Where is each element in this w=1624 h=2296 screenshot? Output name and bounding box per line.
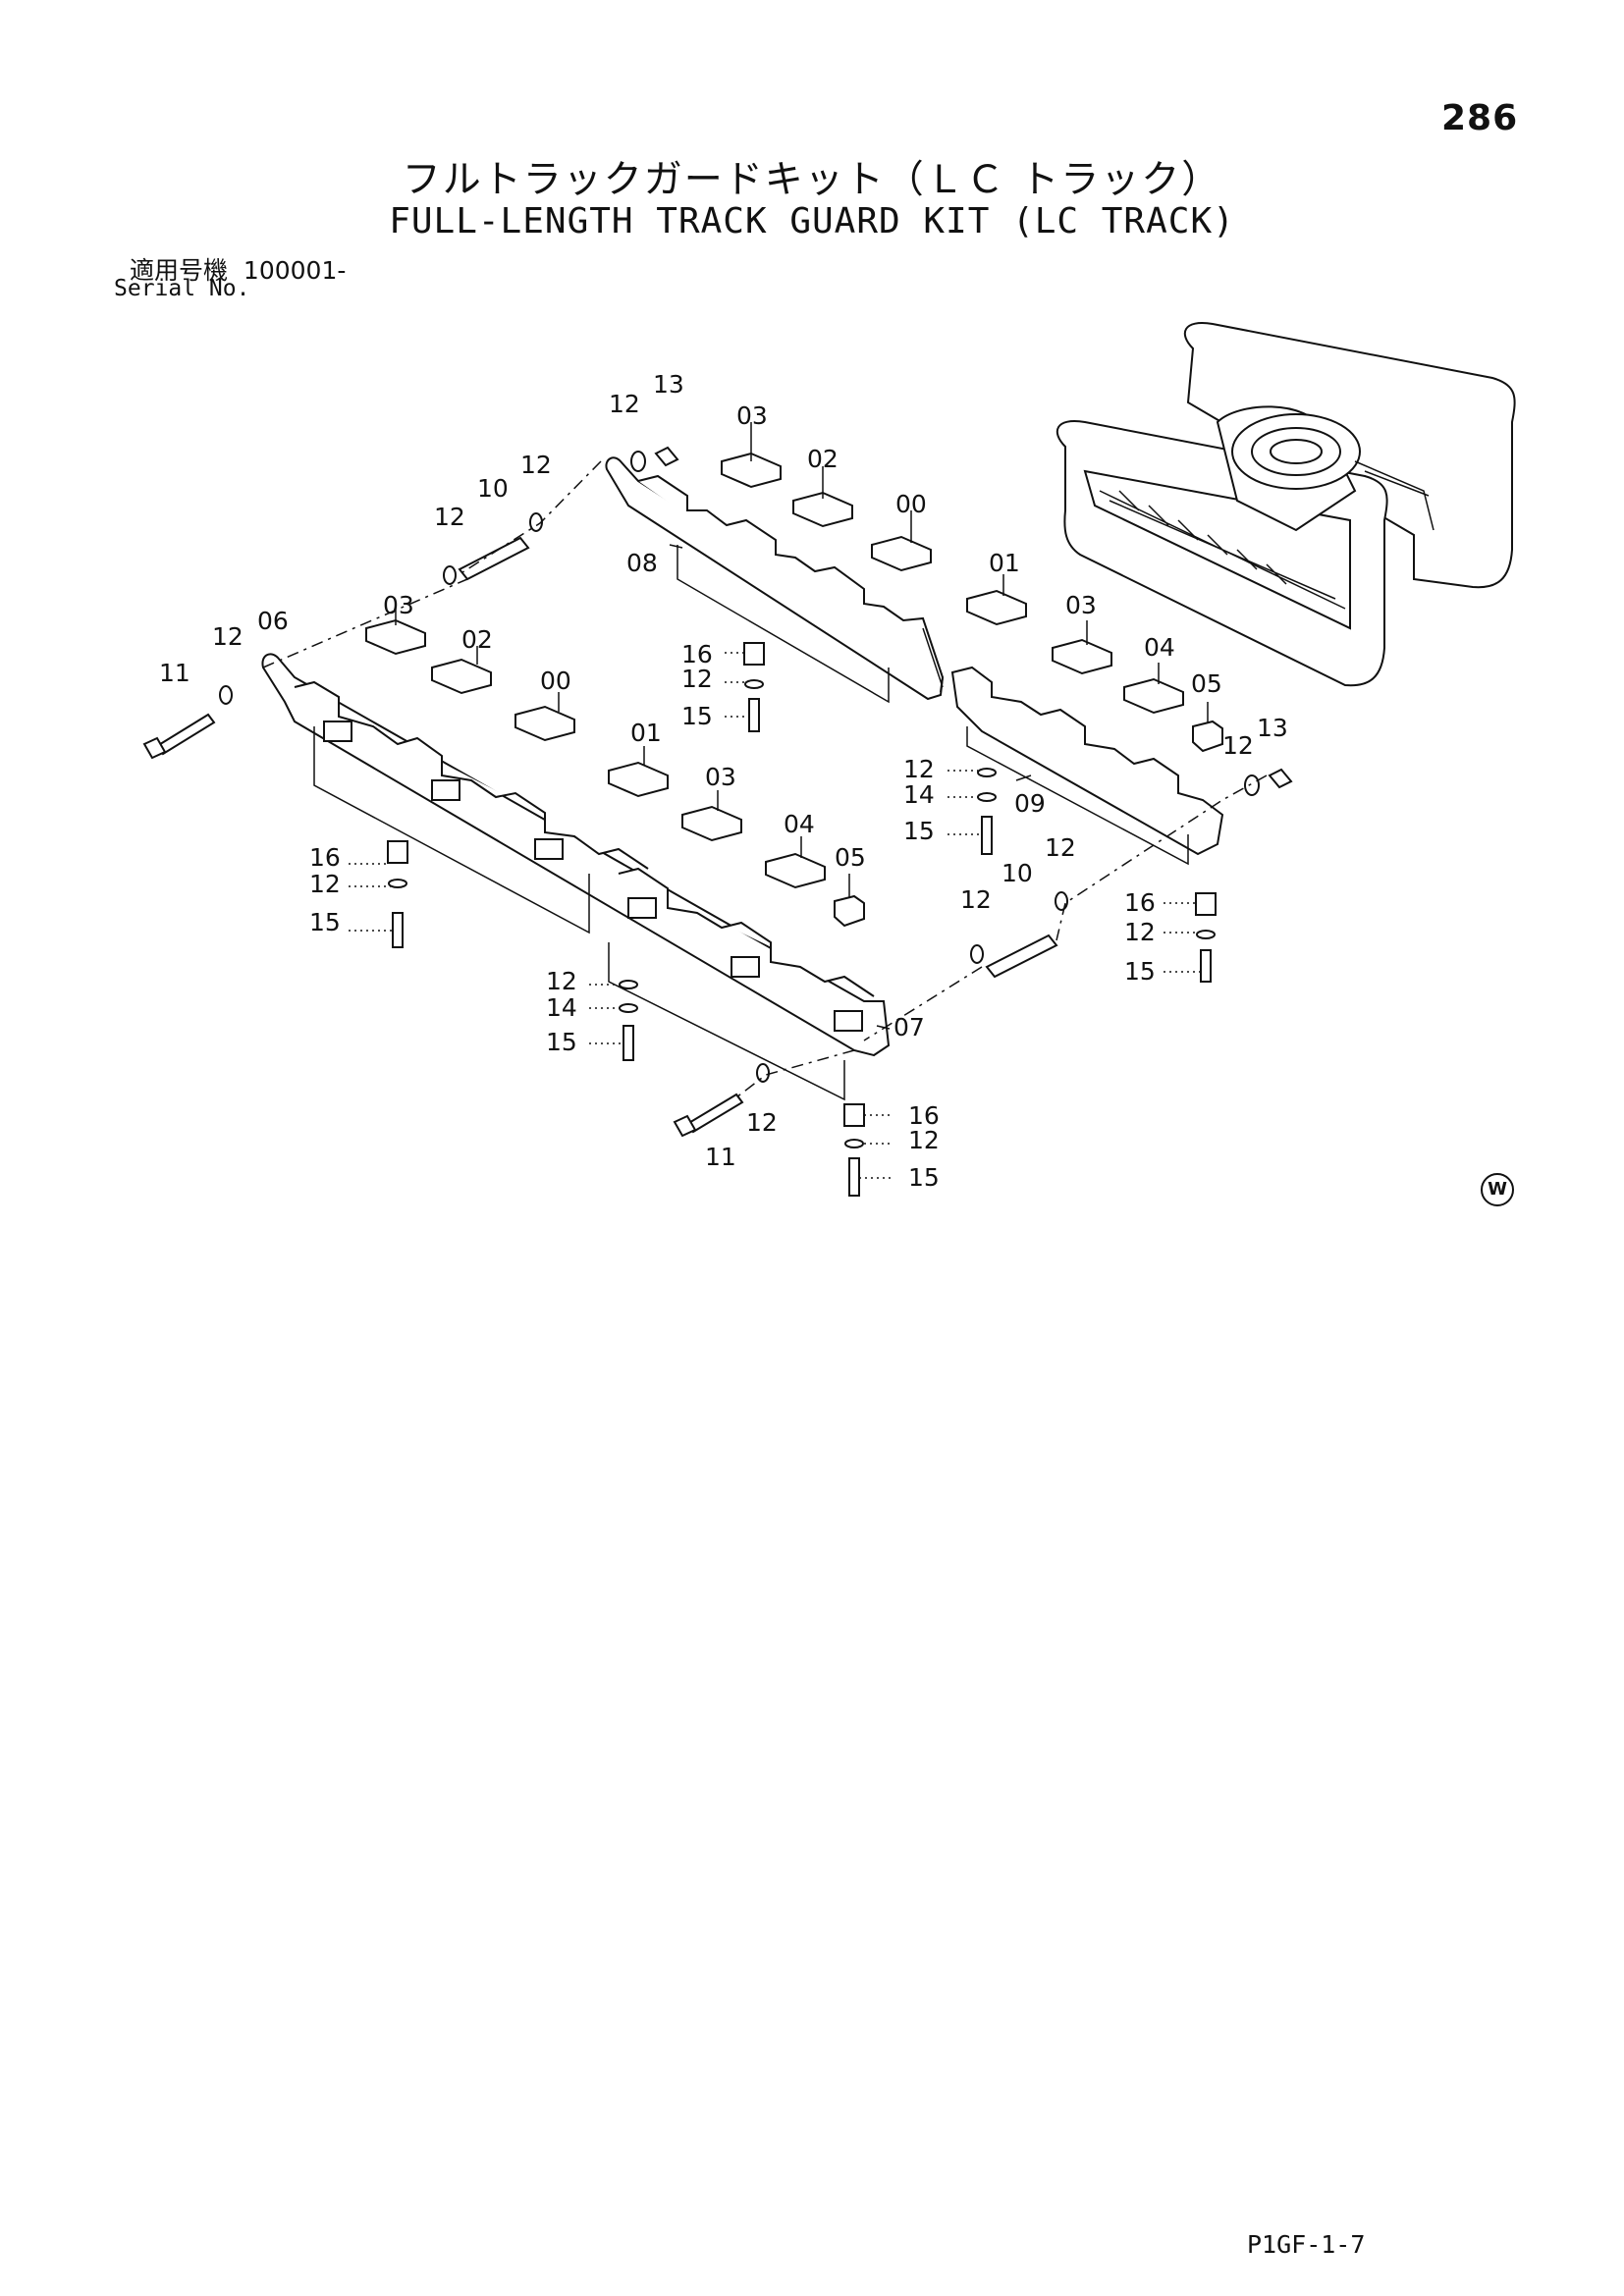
page-title-japanese: フルトラックガードキット（ＬＣ トラック）	[402, 158, 1222, 202]
callout-10: 10	[477, 474, 509, 503]
assembly-lines	[262, 422, 1268, 1179]
callout-11: 11	[705, 1143, 736, 1171]
serial-label-jp-text: 適用号機	[130, 256, 229, 285]
callout-16: 16	[309, 843, 341, 872]
rear-guard-rail	[605, 456, 945, 704]
callout-16: 16	[681, 640, 713, 668]
side-guard-rail	[950, 666, 1224, 866]
callout-06: 06	[257, 607, 289, 635]
callout-16: 16	[908, 1101, 940, 1130]
serial-label-japanese: 適用号機 100001-	[130, 251, 346, 287]
serial-value: 100001-	[243, 256, 347, 285]
callout-08: 08	[626, 549, 658, 577]
callout-12: 12	[309, 870, 341, 898]
callout-15: 15	[681, 702, 713, 730]
callout-15: 15	[546, 1028, 577, 1056]
undercarriage-inset	[1056, 322, 1516, 687]
callout-12: 12	[960, 885, 992, 914]
callout-labels: 03 02 00 01 03 04 05 08 09 06 07 03 02 0…	[159, 370, 1288, 1192]
callout-12: 12	[1124, 918, 1156, 946]
serial-label-english: Serial No.	[114, 276, 250, 301]
page-number: 286	[1441, 98, 1519, 138]
callout-01: 01	[630, 719, 662, 747]
callout-13: 13	[653, 370, 684, 399]
callout-12: 12	[681, 665, 713, 693]
callout-02: 02	[807, 445, 839, 473]
callout-04: 04	[784, 810, 815, 838]
callout-12: 12	[212, 622, 244, 651]
callout-12: 12	[746, 1108, 778, 1137]
callout-15: 15	[1124, 957, 1156, 986]
watermark-w-icon: W	[1481, 1173, 1514, 1206]
callout-05: 05	[835, 843, 866, 872]
callout-12: 12	[1222, 731, 1254, 760]
callout-00: 00	[540, 667, 571, 695]
callout-07: 07	[893, 1013, 925, 1041]
callout-02: 02	[461, 625, 493, 654]
callout-00: 00	[895, 490, 927, 518]
callout-12: 12	[609, 390, 640, 418]
callout-14: 14	[903, 780, 935, 809]
callout-12: 12	[546, 967, 577, 995]
front-guard-rail	[261, 653, 891, 1101]
guard-plates	[365, 452, 1223, 928]
fasteners	[142, 446, 1293, 1197]
callout-12: 12	[908, 1126, 940, 1154]
callout-15: 15	[903, 817, 935, 845]
page-title-english: FULL-LENGTH TRACK GUARD KIT (LC TRACK)	[389, 201, 1235, 241]
callout-14: 14	[546, 993, 577, 1022]
callout-03: 03	[736, 401, 768, 430]
callout-01: 01	[989, 549, 1020, 577]
callout-03: 03	[705, 763, 736, 791]
exploded-parts-diagram: 03 02 00 01 03 04 05 08 09 06 07 03 02 0…	[142, 322, 1516, 1197]
callout-16: 16	[1124, 888, 1156, 917]
callout-11: 11	[159, 659, 190, 687]
callout-05: 05	[1191, 669, 1222, 698]
callout-12: 12	[520, 451, 552, 479]
callout-03: 03	[1065, 591, 1097, 619]
callout-13: 13	[1257, 714, 1288, 742]
footer-code: P1GF-1-7	[1247, 2230, 1366, 2259]
callout-12: 12	[434, 503, 465, 531]
callout-15: 15	[309, 908, 341, 936]
callout-12: 12	[903, 755, 935, 783]
callout-12: 12	[1045, 833, 1076, 862]
callout-09: 09	[1014, 789, 1046, 818]
callout-15: 15	[908, 1163, 940, 1192]
callout-03: 03	[383, 591, 414, 619]
callout-04: 04	[1144, 633, 1175, 662]
callout-10: 10	[1001, 859, 1033, 887]
